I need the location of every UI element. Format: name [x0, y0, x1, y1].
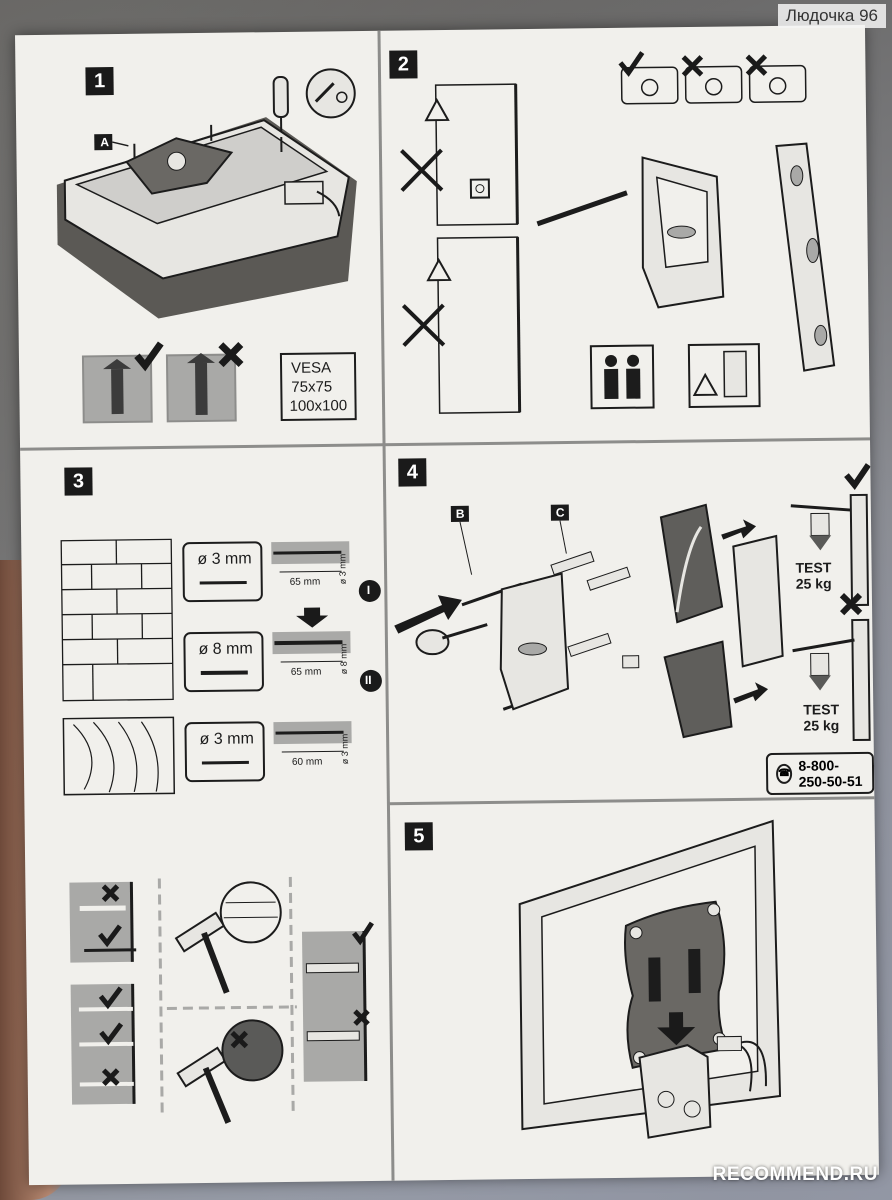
spirit-level: [775, 142, 836, 372]
bracket-cover-bottom: [663, 640, 733, 739]
instruction-sheet: 1 A VESA: [15, 24, 879, 1186]
bracket-cover-top: [659, 503, 724, 624]
dowel-diagrams: [69, 881, 137, 1105]
hammer-wood: [176, 1019, 284, 1124]
wall-bracket: [641, 156, 725, 309]
site-watermark: RECOMMEND.RU: [712, 1164, 878, 1185]
pencil: [536, 190, 628, 227]
hammer-brick: [174, 881, 282, 994]
vesa-box: [279, 352, 357, 422]
check-mark-icon: [134, 341, 164, 372]
warning-triangle-icon: [424, 98, 450, 122]
cross-mark-icon: [218, 342, 244, 368]
drill-bit-box-1: [182, 541, 263, 603]
step-4-illustration: [394, 463, 871, 742]
horizontal-divider-1: [20, 437, 871, 451]
step-1-illustration: [56, 68, 357, 424]
wood-block: [62, 716, 176, 796]
drill-bit-box-3: [184, 721, 266, 783]
step-2-illustration: [400, 51, 836, 414]
wall-bracket-bottom: [638, 1044, 712, 1139]
author-watermark: Людочка 96: [777, 4, 886, 28]
step-5-illustration: [518, 819, 782, 1139]
step-3-illustration: [60, 538, 382, 1124]
horizontal-divider-2: [388, 796, 875, 806]
drill-bit-box-2: [183, 631, 264, 693]
wall-water-warning: [401, 236, 522, 414]
wall-electric-warning: [400, 83, 519, 226]
brick-wall: [60, 538, 174, 702]
panel-grid: [20, 30, 875, 1181]
vertical-divider: [377, 30, 395, 1181]
zoom-bubble: [305, 68, 356, 119]
